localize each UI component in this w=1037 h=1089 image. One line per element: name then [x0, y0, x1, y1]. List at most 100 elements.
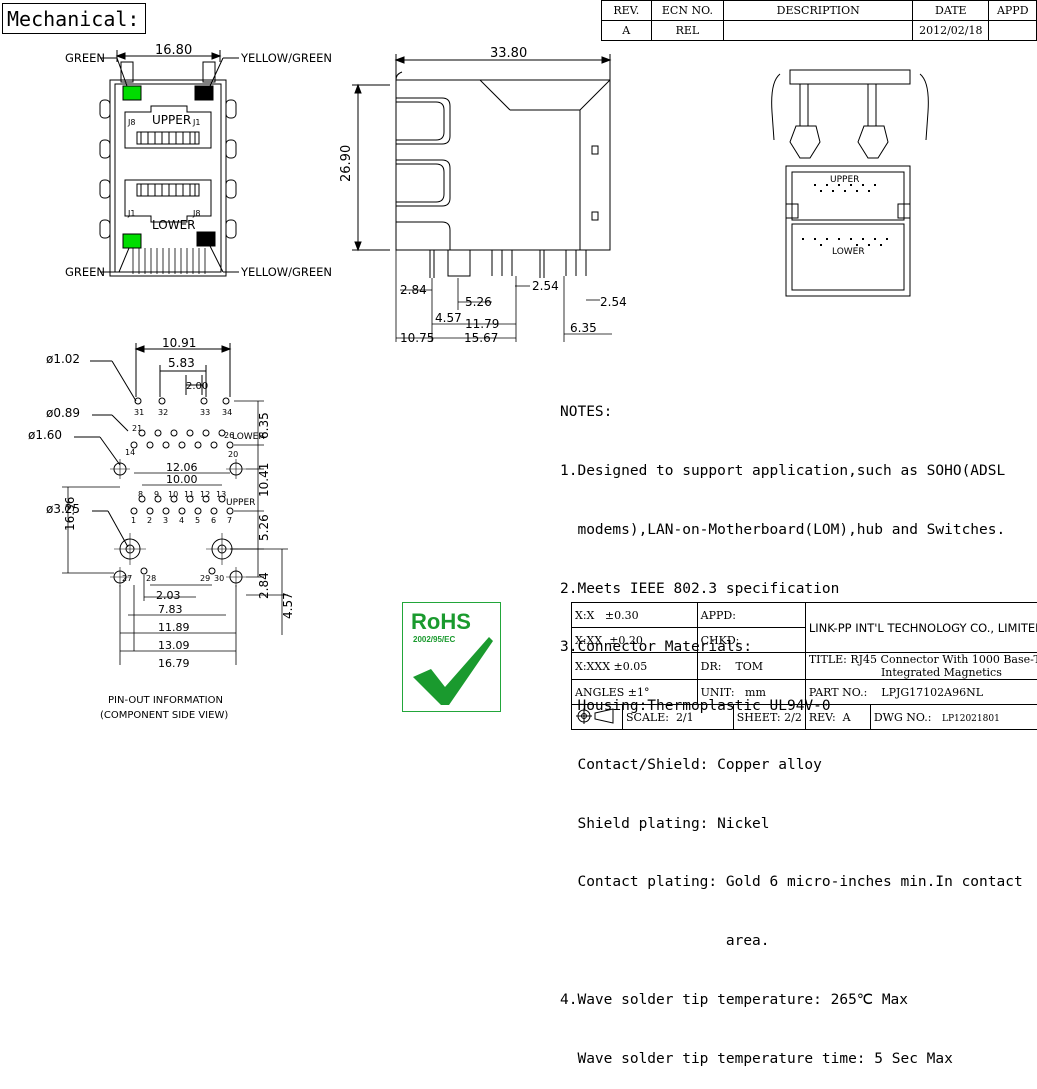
front-lower-label: LOWER [152, 218, 196, 232]
tol-xx-cell: X:XX ±0.20 [572, 628, 698, 653]
scale-value: 2/1 [676, 711, 694, 724]
note-line-2: modems),LAN-on-Motherboard(LOM),hub and … [560, 521, 1023, 541]
pin-33: 33 [200, 408, 210, 417]
side-dim-284: 2.84 [400, 283, 427, 297]
pin-dim-284: 2.84 [257, 572, 271, 599]
note-line-8: Contact plating: Gold 6 micro-inches min… [560, 873, 1023, 893]
side-dim-1075: 10.75 [400, 331, 434, 345]
pin-dim-526: 5.26 [257, 514, 271, 541]
title-row-3: X:XXX ±0.05 DR: TOM TITLE: RJ45 Connecto… [572, 653, 1037, 680]
tol-xx-label: X:XX [575, 634, 602, 647]
projection-cell [572, 705, 623, 730]
unit-value: mm [745, 686, 766, 699]
rev-cell: A [602, 21, 652, 41]
side-height-dim: 26.90 [339, 145, 354, 182]
sheet-value: 2/2 [784, 711, 802, 724]
date-cell: 2012/02/18 [913, 21, 989, 41]
pinout-drawing: 10.91 5.83 2.00 ø1.02 ø0.89 ø1.60 ø3.25 [20, 335, 320, 725]
pin-dim-1636: 16.36 [63, 497, 77, 531]
part-label: PART NO.: [809, 686, 867, 699]
rohs-badge: RoHS 2002/95/EC [402, 602, 501, 712]
pin-dim-1000: 10.00 [166, 473, 198, 486]
ecn-cell: REL [651, 21, 724, 41]
side-view-drawing: 33.80 26.90 2.84 5.26 2.54 2 [330, 40, 640, 350]
front-lower-j8: J8 [192, 209, 200, 218]
side-dim-254b: 2.54 [600, 295, 627, 309]
pin-10: 10 [168, 490, 178, 499]
side-dim-254a: 2.54 [532, 279, 559, 293]
dr-value: TOM [735, 660, 763, 673]
pin-34: 34 [222, 408, 232, 417]
led-top-left-label: GREEN [65, 51, 105, 65]
angles-cell: ANGLES ±1° [572, 680, 698, 705]
note-line-11: Wave solder tip temperature time: 5 Sec … [560, 1050, 1023, 1070]
pin-dim-102: ø1.02 [46, 352, 80, 366]
pin-dim-1309: 13.09 [158, 639, 190, 652]
title-block: X:X ±0.30 APPD: LINK-PP INT'L TECHNOLOGY… [571, 602, 1037, 730]
pin-14: 14 [125, 448, 135, 457]
title-line-2: Integrated Magnetics [809, 666, 1037, 679]
ecn-header: ECN NO. [651, 1, 724, 21]
dwg-value: LP12021801 [942, 714, 1000, 724]
revision-table: REV. ECN NO. DESCRIPTION DATE APPD A REL… [601, 0, 1037, 41]
pin-dim-1189: 11.89 [158, 621, 190, 634]
part-value: LPJG17102A96NL [881, 686, 983, 699]
side-length-dim: 33.80 [490, 46, 527, 61]
pin-dim-1091: 10.91 [162, 336, 196, 350]
side-dim-1179: 11.79 [465, 317, 499, 331]
pin-lower-label: LOWER [232, 432, 265, 442]
rev-header: REV. [602, 1, 652, 21]
rohs-check-icon [409, 631, 497, 707]
rev-value: A [843, 711, 851, 724]
company-name: LINK-PP INT'L TECHNOLOGY CO., LIMITED [805, 603, 1037, 653]
note-line-10: 4.Wave solder tip temperature: 265℃ Max [560, 991, 1023, 1011]
tol-x-value: ±0.30 [605, 609, 639, 622]
dr-cell: DR: TOM [697, 653, 805, 680]
dwg-label: DWG NO.: [874, 711, 932, 724]
pin-dim-200: 2.00 [186, 381, 208, 392]
sheet-label: SHEET: [737, 711, 781, 724]
appd-header: APPD [989, 1, 1037, 21]
front-upper-j1: J1 [192, 118, 200, 127]
title-row-5: SCALE: 2/1 SHEET: 2/2 REV: A DWG NO.: LP… [572, 705, 1037, 730]
tol-xxx-label: X:XXX [575, 660, 610, 673]
note-line-3: 2.Meets IEEE 802.3 specification [560, 580, 1023, 600]
unit-label: UNIT: [701, 686, 735, 699]
notes-heading: NOTES: [560, 403, 1023, 423]
side-dim-526: 5.26 [465, 295, 492, 309]
title-row-1: X:X ±0.30 APPD: LINK-PP INT'L TECHNOLOGY… [572, 603, 1037, 628]
pin-13: 13 [216, 490, 226, 499]
side-dim-635: 6.35 [570, 321, 597, 335]
pin-2: 2 [147, 516, 152, 525]
pin-dim-457: 4.57 [281, 592, 295, 619]
front-upper-label: UPPER [152, 113, 191, 127]
revision-header-row: REV. ECN NO. DESCRIPTION DATE APPD [602, 1, 1037, 21]
tol-x-label: X:X [575, 609, 594, 622]
pin-dim-203: 2.03 [156, 589, 181, 602]
tol-xx-value: ±0.20 [609, 634, 643, 647]
section-title: Mechanical: [2, 3, 146, 34]
led-bottom-right-label: YELLOW/GREEN [240, 265, 332, 279]
note-line-7: Shield plating: Nickel [560, 815, 1023, 835]
front-view-drawing: 16.80 GREEN YELLOW/GREEN GREEN YELLOW/GR… [55, 40, 335, 300]
pin-4: 4 [179, 516, 184, 525]
pin-21: 21 [132, 424, 142, 433]
sheet-cell: SHEET: 2/2 [733, 705, 805, 730]
pin-dim-1041: 10.41 [257, 463, 271, 497]
appd-cell [989, 21, 1037, 41]
rear-lower-label: LOWER [832, 247, 865, 257]
rear-upper-label: UPPER [830, 175, 859, 185]
description-cell [724, 21, 913, 41]
led-top-right-label: YELLOW/GREEN [240, 51, 332, 65]
pin-upper-label: UPPER [226, 498, 255, 508]
pin-29: 29 [200, 574, 210, 583]
pin-7: 7 [227, 516, 232, 525]
pin-11: 11 [184, 490, 194, 499]
rear-view-drawing: UPPER LOWER [760, 62, 940, 302]
pin-6: 6 [211, 516, 216, 525]
pin-dim-160: ø1.60 [28, 428, 62, 442]
date-header: DATE [913, 1, 989, 21]
tol-x-cell: X:X ±0.30 [572, 603, 698, 628]
pin-dim-089: ø0.89 [46, 406, 80, 420]
